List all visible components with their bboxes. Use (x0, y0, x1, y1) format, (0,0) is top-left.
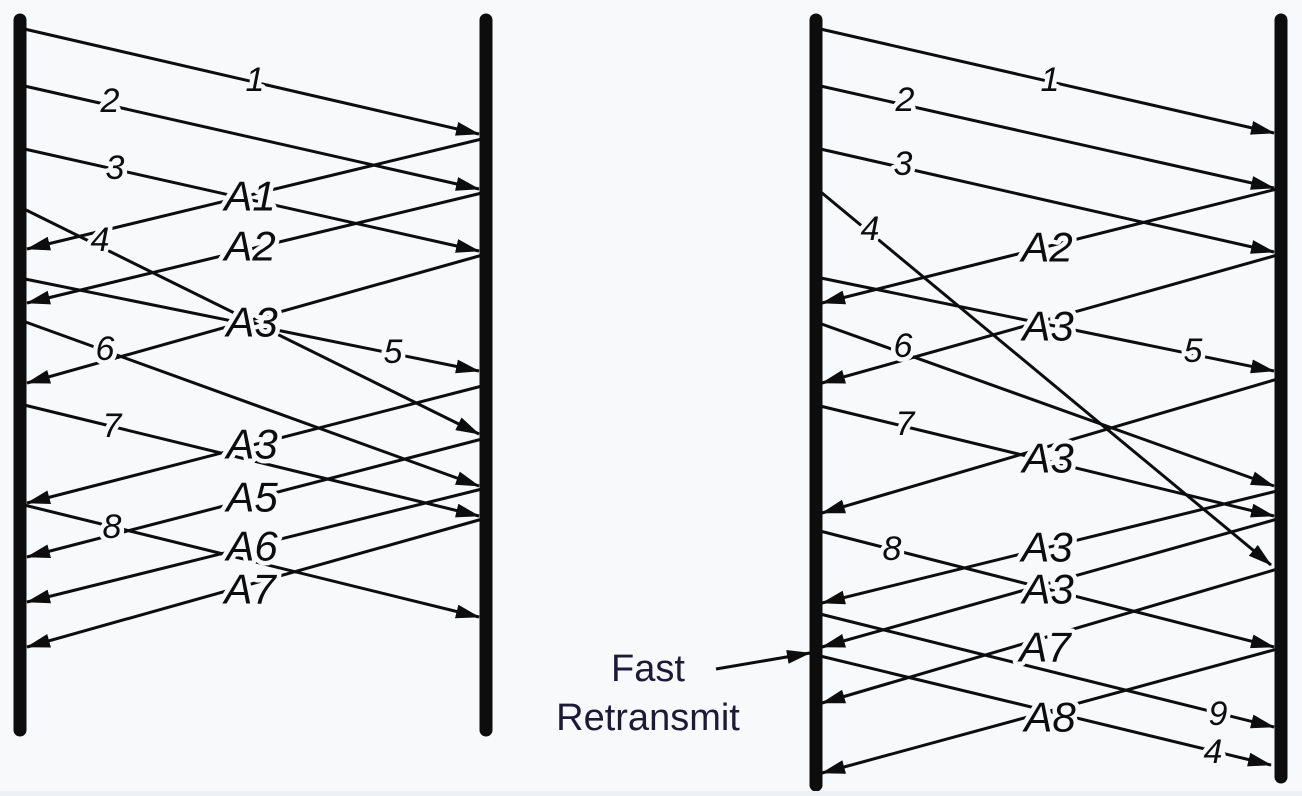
label-left-ack-2: A2 (221, 223, 275, 270)
arrow-left-ack-5 (26, 436, 487, 559)
label-left-ack-5: A5 (223, 474, 278, 521)
arrow-right-packet-5 (815, 275, 1275, 374)
fast-retransmit-callout-line2: Retransmit (556, 697, 740, 739)
label-right-packet-5: 5 (1184, 332, 1203, 370)
arrow-right-packet-9 (815, 611, 1275, 729)
label-left-packet-1: 1 (246, 61, 265, 99)
arrow-right-ack-3-dup1 (821, 376, 1282, 515)
label-left-ack-3: A3 (223, 299, 277, 346)
arrow-left-packet-5 (19, 276, 480, 374)
label-left-packet-6: 6 (96, 330, 115, 368)
label-left-ack-3-dup: A3 (223, 421, 277, 468)
label-right-packet-7: 7 (896, 405, 916, 443)
arrow-left-packet-8 (19, 502, 480, 619)
arrow-right-packet-8 (815, 528, 1275, 649)
arrow-left-packet-2 (19, 83, 480, 191)
label-right-packet-2: 2 (895, 81, 915, 119)
arrow-right-ack-3-dup3 (821, 516, 1282, 649)
label-right-packet-8: 8 (883, 530, 902, 568)
label-left-ack-6: A6 (223, 523, 278, 570)
label-right-packet-4-retransmit: 4 (1204, 733, 1223, 771)
arrow-right-packet-4-retransmit (815, 653, 1272, 767)
label-left-packet-8: 8 (103, 508, 122, 546)
label-left-packet-3: 3 (106, 149, 125, 187)
label-right-ack-7: A7 (1016, 624, 1072, 671)
arrow-right-packet-3 (815, 146, 1275, 254)
arrow-right-ack-2 (821, 186, 1282, 305)
label-right-ack-2: A2 (1018, 224, 1072, 271)
label-right-packet-3: 3 (894, 145, 913, 183)
arrow-left-ack-3 (26, 252, 487, 385)
label-right-packet-4-delayed: 4 (861, 210, 880, 248)
arrow-left-packet-1 (19, 26, 480, 136)
arrow-left-ack-3-dup (26, 383, 487, 505)
fast-retransmit-callout-arrow (715, 649, 811, 671)
arrow-right-packet-1 (815, 26, 1275, 135)
arrow-right-packet-2 (815, 83, 1275, 190)
label-right-packet-9: 9 (1209, 695, 1228, 733)
arrow-right-ack-3 (821, 252, 1282, 385)
arrow-left-ack-6 (26, 486, 487, 604)
fast-retransmit-callout-line1: Fast (611, 648, 685, 690)
arrow-right-packet-4-delayed (815, 186, 1272, 567)
arrow-right-ack-8 (821, 646, 1282, 775)
label-left-ack-7: A7 (221, 566, 277, 613)
image-bottom-edge (0, 791, 1302, 796)
arrow-right-packet-6 (815, 320, 1275, 488)
label-right-ack-3-dup3: A3 (1019, 566, 1073, 613)
fast-retransmit-callout: Fast Retransmit (556, 648, 811, 739)
label-right-packet-1: 1 (1041, 61, 1060, 99)
arrow-right-packet-7 (815, 403, 1275, 518)
arrow-left-packet-7 (19, 402, 480, 518)
label-left-packet-4: 4 (91, 221, 110, 259)
arrow-left-ack-2 (26, 190, 487, 305)
arrow-right-ack-3-dup2 (821, 488, 1282, 605)
arrow-left-ack-1 (26, 136, 487, 251)
label-right-ack-3-dup1: A3 (1019, 435, 1073, 482)
label-left-packet-7: 7 (103, 407, 123, 445)
arrow-left-packet-3 (19, 146, 480, 253)
label-right-ack-3-dup2: A3 (1018, 524, 1072, 571)
label-right-packet-6: 6 (894, 327, 913, 365)
label-left-packet-5: 5 (384, 333, 403, 371)
label-left-ack-1: A1 (221, 173, 275, 220)
arrow-right-ack-7 (821, 566, 1282, 705)
label-right-ack-8: A8 (1021, 694, 1076, 741)
arrow-left-ack-7 (26, 516, 487, 649)
label-left-packet-2: 2 (100, 82, 120, 120)
label-right-ack-3: A3 (1019, 303, 1073, 350)
sequence-diagrams: 12345678A1A2A3A3A5A6A71234567894A2A3A3A3… (13, 13, 1288, 792)
